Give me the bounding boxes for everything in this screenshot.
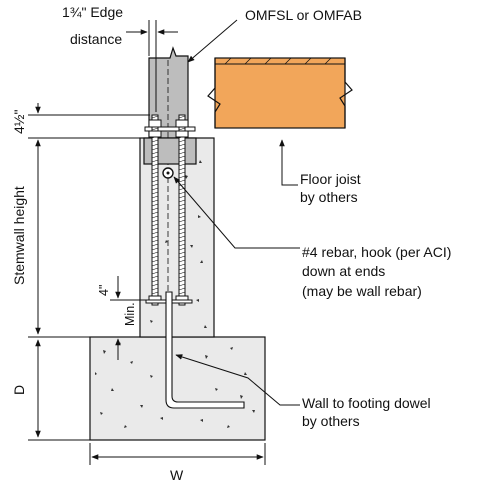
edge-distance-label-2: distance (70, 31, 122, 47)
leader-lines (173, 19, 300, 406)
dowel-label-2: by others (302, 413, 360, 429)
rebar-label-2: down at ends (302, 263, 385, 279)
bearing-bar (144, 126, 196, 132)
dowel-label-1: Wall to footing dowel (302, 395, 431, 411)
min-cover-value-label: 4" (97, 285, 111, 296)
edge-distance-label-1: 1¾" Edge (62, 4, 123, 20)
footing-depth-dimension (28, 339, 90, 441)
footing-width-dimension (89, 443, 266, 465)
floor-joist-label-2: by others (300, 189, 358, 205)
concrete-footing (89, 336, 266, 441)
strap-model-label: OMFSL or OMFAB (245, 7, 362, 23)
joist-break-right (339, 58, 353, 128)
rebar-label-3: (may be wall rebar) (302, 283, 422, 299)
stemwall-height-label: Stemwall height (11, 186, 27, 285)
rebar-center (166, 171, 170, 175)
anchor-nuts (148, 119, 189, 303)
rebar-label-1: #4 rebar, hook (per ACI) (302, 244, 451, 260)
footing-dowel (165, 291, 245, 409)
subfloor-hatch (224, 57, 332, 65)
edge-distance-dimension (126, 20, 178, 112)
min-cover-min-label: Min. (123, 302, 137, 326)
concrete-stemwall (139, 137, 215, 338)
top-dim-label: 4½" (11, 110, 27, 134)
footing-width-label: W (170, 467, 184, 483)
stemwall-height-dimension (28, 145, 140, 338)
top-height-dimension (28, 103, 150, 150)
joist-break-left (207, 58, 221, 128)
floor-joist-label-1: Floor joist (300, 171, 361, 187)
footing-depth-label: D (11, 385, 27, 395)
floor-joist (214, 57, 346, 129)
min-cover-dimension (110, 276, 150, 360)
